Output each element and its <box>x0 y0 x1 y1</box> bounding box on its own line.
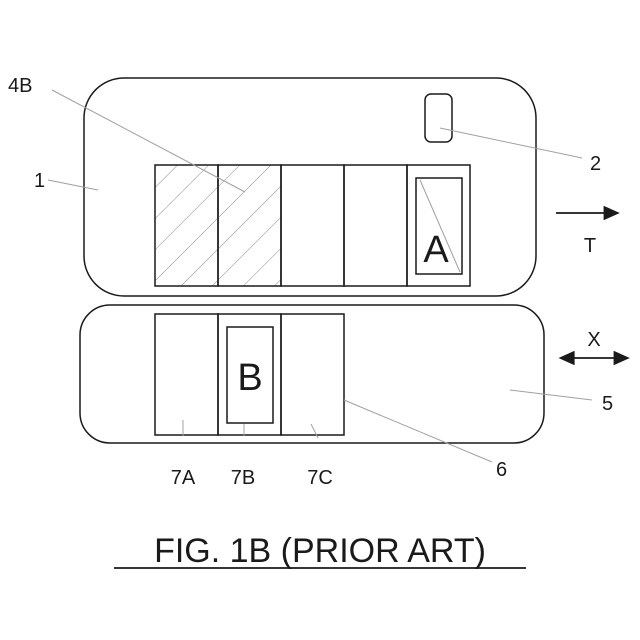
ref-7a: 7A <box>171 467 196 489</box>
lower-cell-7c <box>281 314 344 435</box>
leader-7c <box>311 424 318 438</box>
component-2 <box>425 94 452 142</box>
ref-6: 6 <box>496 459 507 481</box>
upper-cell-4 <box>344 165 407 286</box>
ref-2: 2 <box>590 153 601 175</box>
upper-cell-1 <box>155 165 218 286</box>
box-b-label: B <box>237 357 262 399</box>
leader-2 <box>440 128 582 158</box>
box-a-label: A <box>423 229 449 271</box>
leader-4b <box>52 90 245 192</box>
leader-5 <box>510 390 592 400</box>
ref-7c: 7C <box>307 467 333 489</box>
ref-5: 5 <box>602 393 613 415</box>
upper-cell-3 <box>281 165 344 286</box>
lower-panel-5 <box>80 305 544 443</box>
figure-caption: FIG. 1B (PRIOR ART) <box>154 532 486 570</box>
lower-cell-7a <box>155 314 218 435</box>
arrow-x-label: X <box>587 329 600 351</box>
leader-6 <box>344 400 492 462</box>
upper-panel-1 <box>84 78 536 296</box>
arrow-t-label: T <box>584 235 596 257</box>
ref-4b: 4B <box>8 75 32 97</box>
ref-1: 1 <box>34 170 45 192</box>
ref-7b: 7B <box>231 467 255 489</box>
leader-1 <box>48 180 98 190</box>
